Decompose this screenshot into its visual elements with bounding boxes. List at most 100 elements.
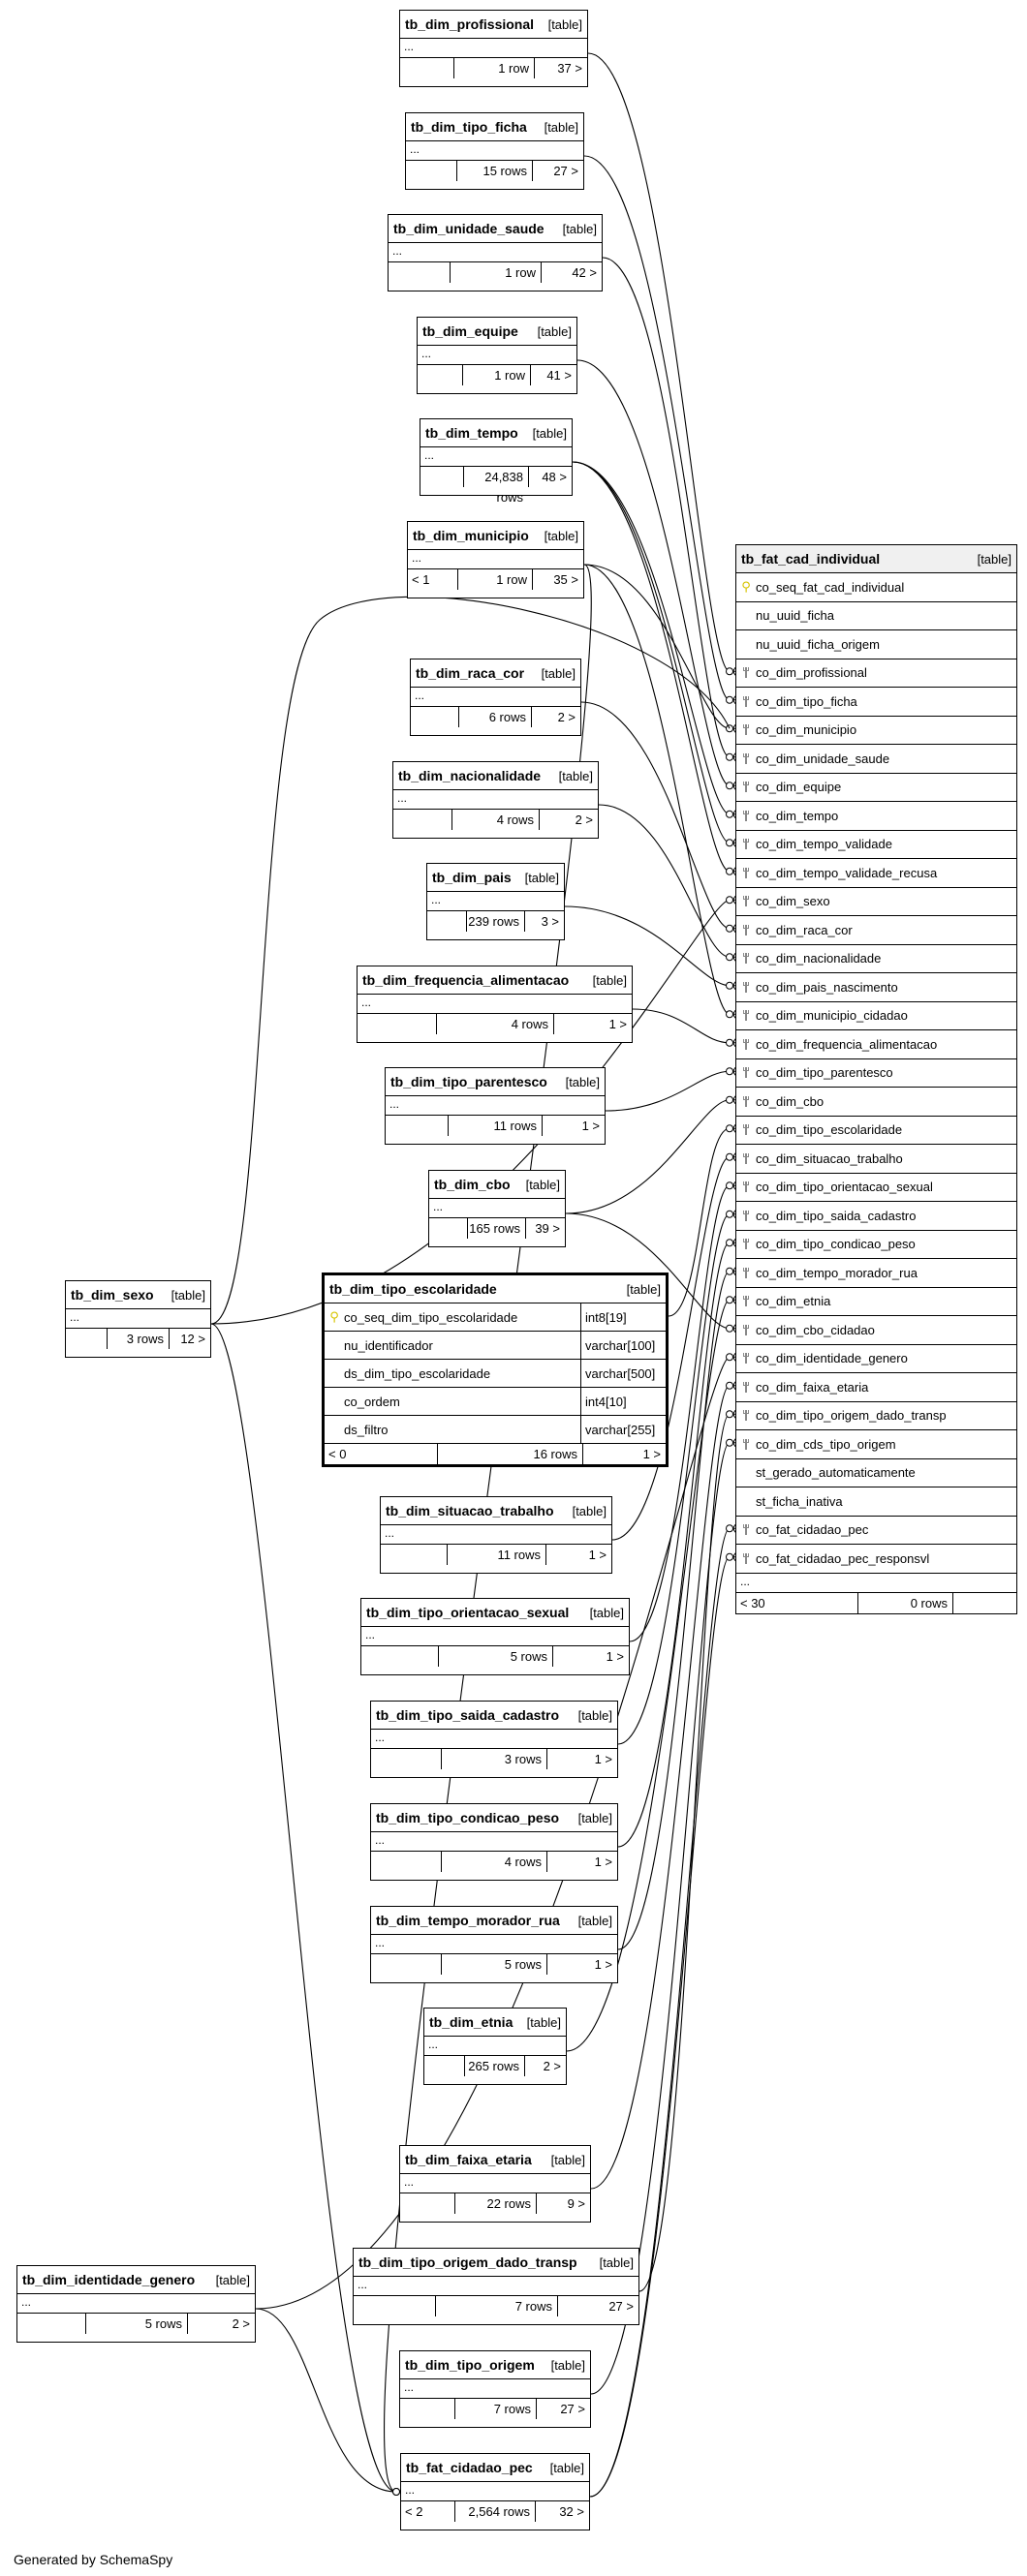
table-tb-dim-identidade-genero[interactable]: tb_dim_identidade_genero[table]...5 rows… [16,2265,256,2343]
column-row[interactable]: co_dim_tipo_condicao_peso [736,1231,1016,1259]
column-row[interactable]: st_gerado_automaticamente [736,1459,1016,1487]
table-name[interactable]: tb_dim_profissional [405,16,535,32]
children-count[interactable]: 42 > [572,265,597,280]
column-row[interactable]: co_fat_cidadao_pec_responsvl [736,1545,1016,1574]
parents-count[interactable] [418,365,463,385]
table-tb-fat-cad-individual[interactable]: tb_fat_cad_individual[table]⚲co_seq_fat_… [735,544,1017,1614]
parents-count[interactable] [354,2296,436,2316]
column-row[interactable]: co_dim_cbo [736,1088,1016,1117]
table-name[interactable]: tb_dim_tipo_parentesco [390,1074,547,1089]
children-count[interactable]: 39 > [535,1221,560,1236]
parents-count[interactable] [371,1749,442,1769]
children-count[interactable]: 37 > [557,61,582,76]
table-name[interactable]: tb_dim_tipo_origem [405,2357,535,2373]
children-count[interactable]: 32 > [559,2504,584,2519]
parents-count[interactable]: < 0 [325,1444,438,1464]
parents-count[interactable] [400,2399,455,2419]
column-row[interactable]: co_dim_tipo_origem_dado_transp [736,1402,1016,1430]
children-count[interactable]: 1 > [594,1855,612,1869]
table-name[interactable]: tb_dim_tempo [425,425,518,441]
children-count[interactable]: 1 > [642,1447,661,1461]
parents-count[interactable] [381,1545,448,1565]
children-count[interactable]: 12 > [180,1332,205,1346]
column-row[interactable]: co_dim_identidade_genero [736,1345,1016,1373]
children-count[interactable]: 41 > [546,368,572,383]
table-name[interactable]: tb_dim_frequencia_alimentacao [362,972,570,988]
column-row[interactable]: st_ficha_inativa [736,1487,1016,1517]
children-count[interactable]: 2 > [232,2316,250,2331]
children-count[interactable]: 1 > [594,1957,612,1972]
column-row[interactable]: co_dim_tempo [736,802,1016,831]
table-name[interactable]: tb_dim_cbo [434,1177,511,1192]
children-count[interactable]: 1 > [606,1649,624,1664]
column-row[interactable]: nu_uuid_ficha_origem [736,630,1016,659]
table-tb-dim-tipo-condicao-peso[interactable]: tb_dim_tipo_condicao_peso[table]...4 row… [370,1803,618,1881]
table-name[interactable]: tb_dim_pais [432,870,512,885]
table-name[interactable]: tb_dim_raca_cor [416,665,525,681]
table-tb-dim-tipo-origem-dado-transp[interactable]: tb_dim_tipo_origem_dado_transp[table]...… [353,2248,639,2325]
parents-count[interactable] [424,2056,465,2076]
table-tb-dim-frequencia-alimentacao[interactable]: tb_dim_frequencia_alimentacao[table]...4… [357,966,633,1043]
column-row[interactable]: nu_uuid_ficha [736,602,1016,630]
column-row[interactable]: co_dim_profissional [736,659,1016,688]
column-row[interactable]: co_dim_tipo_escolaridade [736,1117,1016,1145]
table-name[interactable]: tb_dim_nacionalidade [398,768,542,783]
parents-count[interactable] [371,1954,442,1975]
column-row[interactable]: co_dim_tempo_validade_recusa [736,859,1016,888]
column-row[interactable]: co_dim_sexo [736,888,1016,916]
table-tb-dim-situacao-trabalho[interactable]: tb_dim_situacao_trabalho[table]...11 row… [380,1496,612,1574]
children-count[interactable]: 2 > [575,813,593,827]
column-row[interactable]: co_dim_unidade_saude [736,745,1016,774]
children-count[interactable] [953,1593,1016,1613]
column-row[interactable]: co_dim_equipe [736,774,1016,802]
column-row[interactable]: co_dim_etnia [736,1288,1016,1316]
parents-count[interactable] [427,911,467,932]
column-row[interactable]: co_dim_tipo_ficha [736,688,1016,717]
table-tb-dim-tipo-saida-cadastro[interactable]: tb_dim_tipo_saida_cadastro[table]...3 ro… [370,1701,618,1778]
parents-count[interactable]: < 1 [408,569,458,590]
parents-count[interactable] [17,2314,86,2334]
table-name[interactable]: tb_dim_etnia [429,2014,514,2030]
column-row[interactable]: co_dim_raca_cor [736,916,1016,945]
table-name[interactable]: tb_dim_tipo_origem_dado_transp [358,2254,577,2270]
table-name[interactable]: tb_dim_situacao_trabalho [386,1503,554,1518]
column-row[interactable]: co_fat_cidadao_pec [736,1517,1016,1545]
children-count[interactable]: 1 > [581,1119,600,1133]
parents-count[interactable] [371,1852,442,1872]
children-count[interactable]: 48 > [542,470,567,484]
table-name[interactable]: tb_fat_cad_individual [741,551,881,567]
children-count[interactable]: 1 > [608,1017,627,1031]
parents-count[interactable] [400,2193,455,2214]
table-name[interactable]: tb_dim_identidade_genero [22,2272,196,2287]
parents-count[interactable] [411,707,459,727]
children-count[interactable]: 3 > [541,914,559,929]
column-row[interactable]: co_dim_tipo_orientacao_sexual [736,1174,1016,1202]
column-row[interactable]: co_dim_tempo_morador_rua [736,1259,1016,1288]
parents-count[interactable] [386,1116,449,1136]
parents-count[interactable] [393,810,452,830]
table-name[interactable]: tb_fat_cidadao_pec [406,2460,533,2475]
table-tb-dim-tempo-morador-rua[interactable]: tb_dim_tempo_morador_rua[table]...5 rows… [370,1906,618,1983]
column-row[interactable]: ⚲co_seq_fat_cad_individual [736,573,1016,602]
parents-count[interactable] [361,1646,439,1667]
parents-count[interactable]: < 30 [736,1592,858,1613]
parents-count[interactable] [389,262,451,283]
table-name[interactable]: tb_dim_tipo_condicao_peso [376,1810,560,1825]
table-name[interactable]: tb_dim_municipio [413,528,529,543]
column-row[interactable]: co_dim_tempo_validade [736,831,1016,859]
table-name[interactable]: tb_dim_tipo_saida_cadastro [376,1707,560,1723]
children-count[interactable]: 35 > [553,572,578,587]
